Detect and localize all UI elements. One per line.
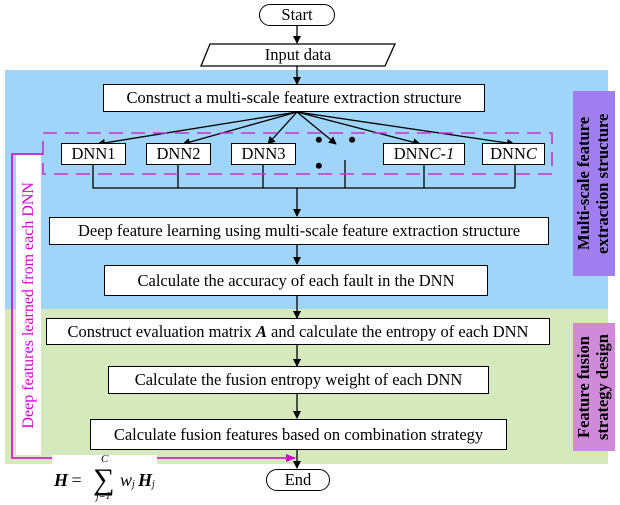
input-label: Input data [264, 45, 332, 64]
deep-learning-box: Deep feature learning using multi-scale … [49, 217, 549, 245]
arrow-to-dnnc1 [296, 111, 421, 147]
dnn-box-2: DNN 2 [146, 143, 211, 165]
dnn-box-c: DNN C [482, 143, 545, 165]
fusion-weight-label: Calculate the fusion entropy weight of e… [134, 370, 463, 389]
start-label: Start [281, 5, 313, 24]
end-terminal: End [266, 469, 330, 491]
construct-box: Construct a multi-scale feature extracti… [103, 84, 485, 112]
arrow-to-dnn2 [182, 111, 298, 146]
accuracy-box: Calculate the accuracy of each fault in … [104, 265, 488, 296]
construct-label: Construct a multi-scale feature extracti… [126, 88, 462, 107]
arrow-to-dnnc [296, 111, 515, 147]
fusion-weight-box: Calculate the fusion entropy weight of e… [108, 366, 489, 394]
input-parallelogram [200, 43, 396, 67]
fusion-features-box: Calculate fusion features based on combi… [90, 419, 507, 450]
dnn-box-1: DNN 1 [61, 143, 126, 165]
arrow-to-dnn1 [97, 111, 298, 147]
arrow-to-dnn3 [267, 111, 298, 145]
ellipsis: • • • [315, 127, 375, 178]
arrow-to-ellipsis [296, 111, 337, 145]
feedback-arrow [11, 153, 296, 462]
end-label: End [284, 470, 312, 489]
feedback-label: Deep features learned from each DNN [16, 155, 41, 455]
deep-learning-label: Deep feature learning using multi-scale … [77, 221, 521, 240]
evaluation-box: Construct evaluation matrix A and calcul… [46, 318, 550, 345]
evaluation-label: Construct evaluation matrix A and calcul… [67, 321, 529, 341]
start-terminal: Start [259, 4, 335, 26]
accuracy-label: Calculate the accuracy of each fault in … [137, 270, 455, 290]
fusion-features-label: Calculate fusion features based on combi… [113, 424, 484, 444]
dnn-box-3: DNN 3 [231, 143, 296, 165]
fusion-formula: H = ∑ C j=1 w j H j [52, 453, 157, 505]
